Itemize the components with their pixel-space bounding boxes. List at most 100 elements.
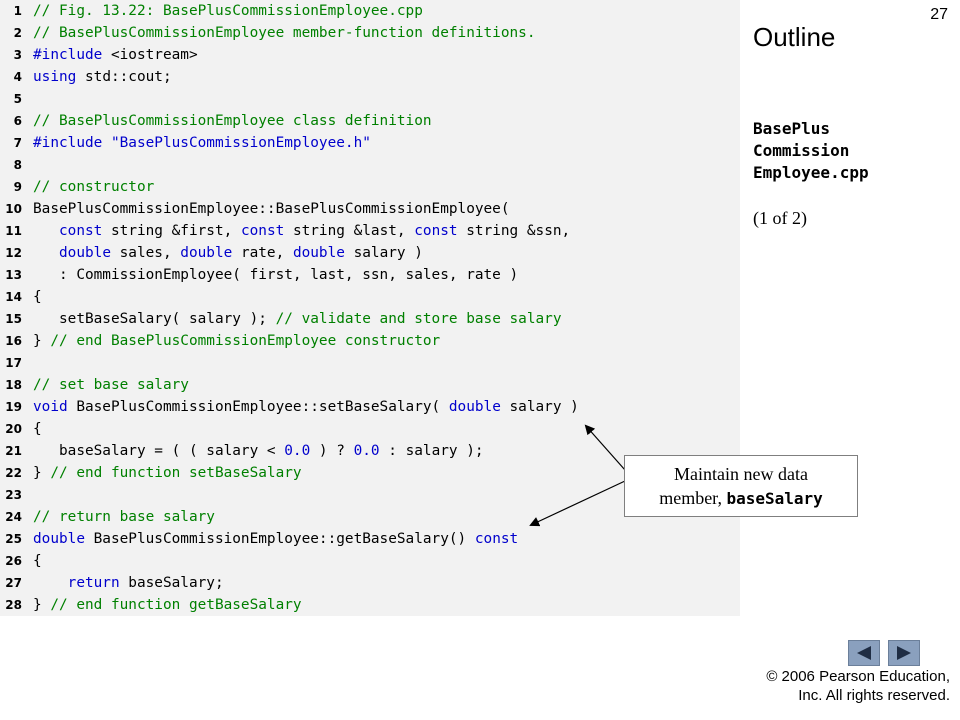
code-token: baseSalary; [119, 575, 224, 591]
code-line: 15 setBaseSalary( salary ); // validate … [0, 308, 740, 330]
code-token [33, 575, 68, 591]
code-text: // return base salary [33, 506, 215, 528]
line-number: 23 [5, 488, 22, 502]
code-token: // end BasePlusCommissionEmployee constr… [50, 333, 441, 349]
code-token: // end function setBaseSalary [50, 465, 302, 481]
previous-slide-button[interactable] [848, 640, 880, 666]
line-number: 5 [13, 92, 22, 106]
code-text: setBaseSalary( salary ); // validate and… [33, 308, 562, 330]
code-token: string &first, [102, 223, 241, 239]
code-token: } [33, 333, 51, 349]
line-number: 21 [5, 444, 22, 458]
callout-text-line1: Maintain new data [674, 464, 808, 484]
line-number: 1 [13, 4, 22, 18]
code-text: } // end function setBaseSalary [33, 462, 302, 484]
code-token: 0.0 [353, 443, 380, 459]
code-token: // BasePlusCommissionEmployee member-fun… [33, 25, 536, 41]
code-line: 22} // end function setBaseSalary [0, 462, 740, 484]
code-token [33, 245, 59, 261]
file-name-line: Commission [753, 141, 850, 160]
code-token: { [33, 289, 42, 305]
file-name-line: BasePlus [753, 119, 831, 138]
code-token: const [414, 223, 458, 239]
line-number: 20 [5, 422, 22, 436]
code-token: 0.0 [284, 443, 311, 459]
right-triangle-icon [897, 646, 911, 660]
line-number: 9 [13, 180, 22, 194]
page-indicator: (1 of 2) [753, 208, 807, 228]
line-number: 27 [5, 576, 22, 590]
code-line: 7 #include "BasePlusCommissionEmployee.h" [0, 132, 740, 154]
code-line: 27 return baseSalary; [0, 572, 740, 594]
line-number: 13 [5, 268, 22, 282]
code-token: using [33, 69, 77, 85]
code-line: 6 // BasePlusCommissionEmployee class def… [0, 110, 740, 132]
code-token: void [33, 399, 68, 415]
line-number: 11 [5, 224, 22, 238]
code-text: return baseSalary; [33, 572, 224, 594]
code-line: 14 { [0, 286, 740, 308]
line-number: 28 [5, 598, 22, 612]
code-token: <iostream> [102, 47, 198, 63]
line-number: 4 [13, 70, 22, 84]
code-listing: 1 // Fig. 13.22: BasePlusCommissionEmploy… [0, 0, 740, 616]
code-token: salary ) [344, 245, 423, 261]
slide-number: 27 [930, 6, 948, 23]
code-text: BasePlusCommissionEmployee::BasePlusComm… [33, 198, 510, 220]
code-token: return [67, 575, 120, 591]
next-slide-button[interactable] [888, 640, 920, 666]
line-number: 8 [13, 158, 22, 172]
code-line: 21 baseSalary = ( ( salary < 0.0 ) ? 0.0… [0, 440, 740, 462]
line-number: 16 [5, 334, 22, 348]
line-number: 15 [5, 312, 22, 326]
code-token: sales, [110, 245, 181, 261]
code-line: 12 double sales, double rate, double sal… [0, 242, 740, 264]
code-token: double [292, 245, 345, 261]
code-line: 18 // set base salary [0, 374, 740, 396]
code-line: 2// BasePlusCommissionEmployee member-fu… [0, 22, 740, 44]
code-token: "BasePlusCommissionEmployee.h" [110, 135, 371, 151]
code-token: : CommissionEmployee( first, last, ssn, … [33, 267, 519, 283]
line-number: 18 [5, 378, 22, 392]
file-name: BasePlus Commission Employee.cpp [753, 118, 953, 184]
line-number: 26 [5, 554, 22, 568]
line-number: 7 [13, 136, 22, 150]
line-number: 25 [5, 532, 22, 546]
code-text: #include "BasePlusCommissionEmployee.h" [33, 132, 371, 154]
code-text: } // end function getBaseSalary [33, 594, 302, 616]
code-line: 24// return base salary [0, 506, 740, 528]
code-line: 26{ [0, 550, 740, 572]
code-token: const [240, 223, 285, 239]
code-text: // BasePlusCommissionEmployee class defi… [33, 110, 432, 132]
line-number: 3 [13, 48, 22, 62]
code-token: string &last, [284, 223, 415, 239]
code-token: } [33, 597, 51, 613]
code-text: // BasePlusCommissionEmployee member-fun… [33, 22, 536, 44]
code-line: 3#include <iostream> [0, 44, 740, 66]
code-line: 23 [0, 484, 740, 506]
code-token: #include [33, 135, 103, 151]
callout-code: baseSalary [726, 489, 823, 508]
code-line: 8 [0, 154, 740, 176]
code-token: setBaseSalary( salary ); [33, 311, 276, 327]
code-line: 11 const string &first, const string &la… [0, 220, 740, 242]
code-text: { [33, 418, 42, 440]
code-line: 13 : CommissionEmployee( first, last, ss… [0, 264, 740, 286]
line-number: 6 [13, 114, 22, 128]
code-token: { [33, 421, 42, 437]
code-text: // Fig. 13.22: BasePlusCommissionEmploye… [33, 0, 423, 22]
code-text: baseSalary = ( ( salary < 0.0 ) ? 0.0 : … [33, 440, 484, 462]
code-token: // Fig. 13.22: BasePlusCommissionEmploye… [33, 3, 423, 19]
code-token: baseSalary = ( ( salary < [33, 443, 285, 459]
code-token: // set base salary [33, 377, 189, 393]
code-line: 5 [0, 88, 740, 110]
line-number: 14 [5, 290, 22, 304]
code-token: std::cout; [76, 69, 172, 85]
copyright: © 2006 Pearson Education, Inc. All right… [766, 667, 950, 705]
code-token: double [448, 399, 501, 415]
callout-box: Maintain new data member, baseSalary [624, 455, 858, 517]
code-text: // set base salary [33, 374, 189, 396]
code-token: rate, [232, 245, 293, 261]
